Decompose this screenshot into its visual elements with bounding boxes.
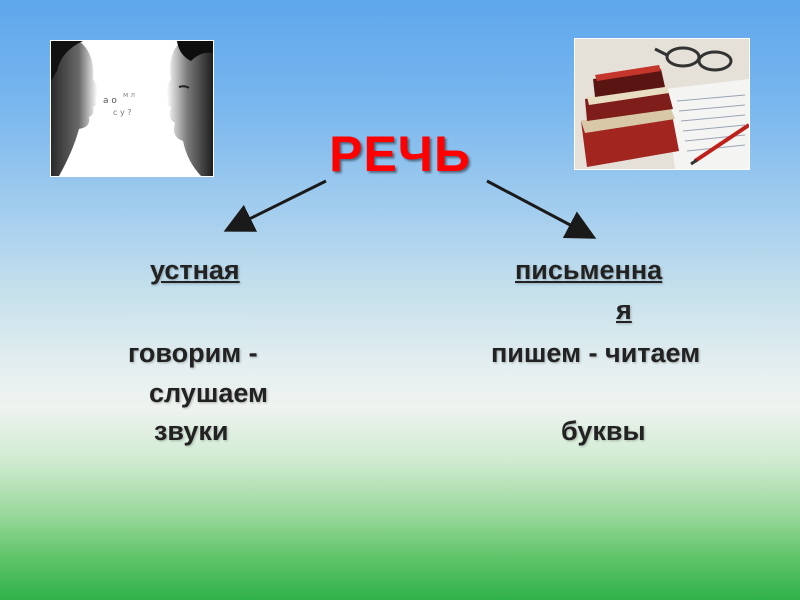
arrow-left <box>223 179 327 232</box>
speaking-people-image: а о с у ? м л <box>50 40 214 177</box>
oral-heading: устная <box>150 255 240 285</box>
written-line-2: буквы <box>561 416 646 446</box>
svg-text:м л: м л <box>123 91 135 99</box>
written-line-1: пишем - читаем <box>491 338 701 368</box>
written-heading-part-1: письменна <box>515 255 663 285</box>
arrow-right <box>486 179 597 239</box>
svg-text:а о: а о <box>103 96 117 106</box>
oral-line-3: звуки <box>154 416 229 446</box>
written-heading-part-2: я <box>616 295 632 325</box>
books-glasses-image <box>574 38 750 170</box>
oral-line-1: говорим - <box>128 338 258 368</box>
oral-line-2: слушаем <box>149 378 268 408</box>
slide-title: РЕЧЬ <box>329 126 471 182</box>
svg-text:с у ?: с у ? <box>113 108 131 117</box>
